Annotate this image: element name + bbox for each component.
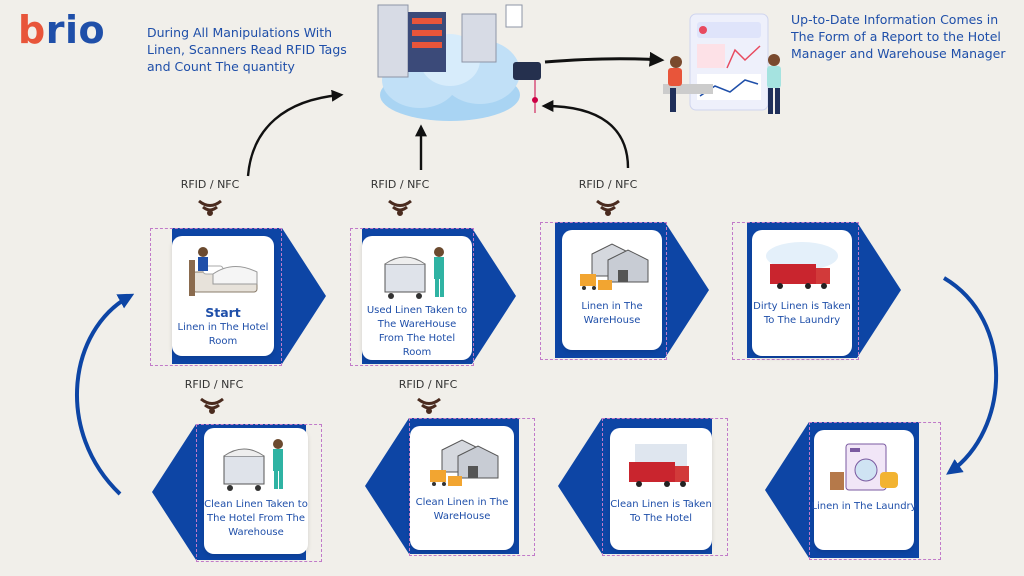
step-label: Clean Linen Taken to The Hotel From The … [204, 499, 308, 538]
linen-cart-icon [384, 247, 444, 299]
step-label: Linen in The WareHouse [581, 301, 643, 326]
card-zone [602, 418, 728, 556]
card-zone [732, 222, 859, 360]
card-zone [350, 228, 474, 366]
card-zone [540, 222, 667, 360]
intro-text: During All Manipulations With Linen, Sca… [147, 25, 347, 74]
rfid-signal-icon [596, 199, 620, 216]
step-card-used: Used Linen Taken to The WareHouse From T… [362, 236, 472, 360]
card-zone [409, 418, 535, 556]
rfid-label: RFID / NFC [398, 378, 458, 391]
card-zone [809, 422, 941, 560]
step-label: Dirty Linen is Taken To The Laundry [753, 301, 851, 326]
bed-icon [189, 247, 258, 296]
step-card-start: Start Linen in The Hotel Room [172, 236, 274, 356]
washing-machine-icon [830, 443, 898, 491]
step-label: Clean Linen is Taken To The Hotel [610, 499, 712, 524]
truck-icon [766, 242, 838, 289]
report-text: Up-to-Date Information Comes in The Form… [791, 12, 1006, 61]
step-card-laundry: Linen in The Laundry [811, 430, 917, 550]
truck-icon [629, 444, 689, 487]
rfid-label: RFID / NFC [180, 178, 240, 191]
step-card-warehouse: Linen in The WareHouse [562, 230, 662, 350]
report-illustration-icon [663, 13, 781, 114]
rfid-label: RFID / NFC [578, 178, 638, 191]
step-label: Clean Linen in The WareHouse [415, 497, 509, 522]
step-label: Used Linen Taken to The WareHouse From T… [366, 305, 468, 358]
step-card-clean-warehouse: Clean Linen in The WareHouse [410, 426, 514, 550]
warehouse-icon [580, 243, 649, 290]
card-zone [150, 228, 282, 366]
warehouse-icon [430, 439, 499, 486]
step-card-dirty: Dirty Linen is Taken To The Laundry [752, 230, 852, 356]
card-zone [196, 424, 322, 562]
rfid-label: RFID / NFC [184, 378, 244, 391]
step-card-clean-truck: Clean Linen is Taken To The Hotel [610, 428, 712, 550]
rfid-label: RFID / NFC [370, 178, 430, 191]
step-label: Linen in The Laundry [811, 501, 917, 512]
linen-cart-icon [223, 439, 283, 491]
brio-logo: brio [18, 8, 106, 52]
rfid-signal-icon [200, 397, 224, 414]
rfid-signal-icon [417, 397, 441, 414]
cloud-server-icon [377, 4, 541, 121]
step-title: Start [205, 305, 241, 320]
rfid-signal-icon [388, 199, 412, 216]
step-card-clean-hotel: Clean Linen Taken to The Hotel From The … [204, 428, 308, 554]
rfid-signal-icon [198, 199, 222, 216]
step-label: Linen in The Hotel Room [177, 322, 269, 347]
